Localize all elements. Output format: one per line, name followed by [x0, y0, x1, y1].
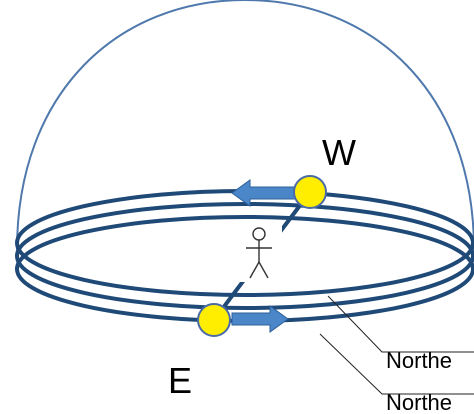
horizon-ring-middle: [15, 202, 474, 310]
leader-label-upper: Northe: [386, 348, 452, 373]
west-label: W: [322, 132, 356, 173]
leader-label-lower: Northe: [386, 390, 452, 414]
arrow-left-icon: [231, 179, 297, 207]
east-label: E: [168, 360, 192, 401]
arrow-right-icon: [231, 305, 289, 333]
leader-line-lower: [319, 333, 474, 395]
stick-figure-icon: [238, 222, 282, 282]
sun-circle-icon: [197, 303, 231, 337]
sky-dome: [16, 0, 474, 251]
sun-circle-icon: [293, 175, 327, 209]
leader-line-upper: [327, 295, 474, 353]
